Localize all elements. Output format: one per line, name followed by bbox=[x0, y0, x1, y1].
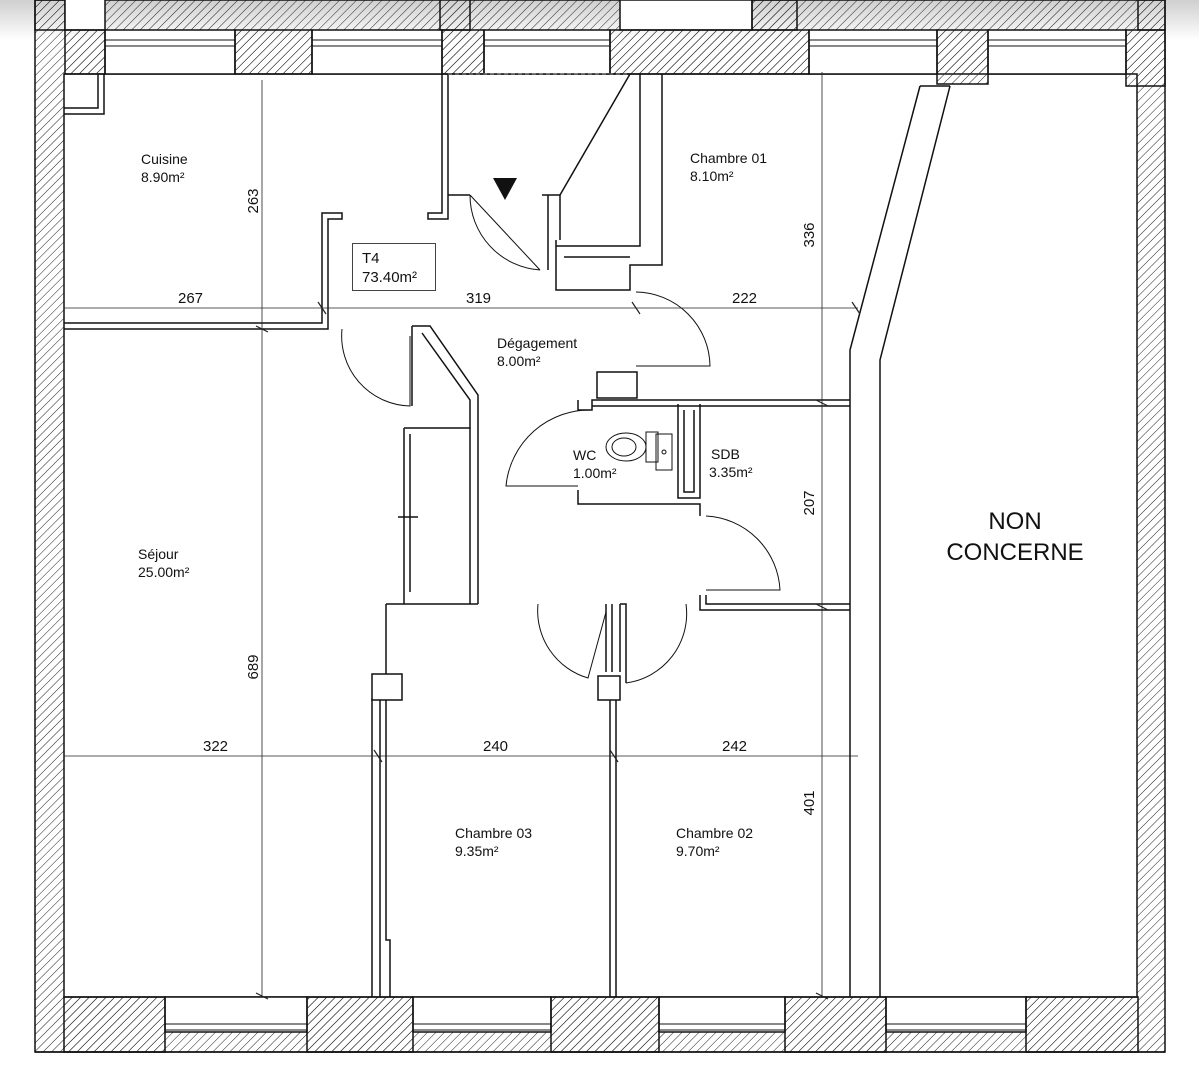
dim-top-267: 267 bbox=[178, 290, 204, 307]
bottom-glazing-lines bbox=[165, 1023, 1026, 1031]
dim-bottom-240: 240 bbox=[483, 738, 509, 755]
non-concerne-label: NON CONCERNE bbox=[930, 506, 1100, 568]
toilet-icon bbox=[605, 431, 673, 471]
room-name-sejour: Séjour bbox=[138, 546, 179, 562]
dim-left-263: 263 bbox=[245, 188, 262, 214]
top-outer-frames bbox=[34, 0, 1166, 31]
room-area-cuisine: 8.90m² bbox=[141, 169, 185, 185]
room-name-cuisine: Cuisine bbox=[141, 151, 188, 167]
window-glazing-lines bbox=[105, 39, 1126, 47]
top-pillars bbox=[64, 29, 1166, 87]
room-area-sejour: 25.00m² bbox=[138, 564, 190, 580]
dim-bottom-322: 322 bbox=[203, 738, 229, 755]
room-name-chambre03: Chambre 03 bbox=[455, 825, 533, 841]
room-area-sdb: 3.35m² bbox=[709, 464, 753, 480]
dim-top-319: 319 bbox=[466, 290, 492, 307]
door-swings bbox=[341, 194, 781, 684]
structural-posts bbox=[371, 371, 638, 701]
unit-name: T4 bbox=[362, 250, 380, 267]
dimension-lines bbox=[64, 72, 861, 1000]
room-name-degagement: Dégagement bbox=[497, 335, 578, 351]
dim-right-207: 207 bbox=[801, 490, 818, 516]
non-concerne-line2: CONCERNE bbox=[946, 539, 1084, 566]
room-area-chambre01: 8.10m² bbox=[690, 168, 734, 184]
dim-right-401: 401 bbox=[801, 790, 818, 816]
room-name-chambre01: Chambre 01 bbox=[690, 150, 768, 166]
unit-summary-box: T4 73.40m² bbox=[352, 243, 436, 291]
room-name-wc: WC bbox=[573, 447, 597, 463]
unit-area: 73.40m² bbox=[362, 269, 418, 286]
dim-top-222: 222 bbox=[732, 290, 758, 307]
bottom-windows bbox=[164, 996, 1027, 1033]
room-area-wc: 1.00m² bbox=[573, 465, 617, 481]
entry-arrow-icon bbox=[493, 178, 517, 200]
room-area-degagement: 8.00m² bbox=[497, 353, 541, 369]
room-name-chambre02: Chambre 02 bbox=[676, 825, 754, 841]
room-area-chambre02: 9.70m² bbox=[676, 843, 720, 859]
non-concerne-line1: NON bbox=[988, 508, 1042, 535]
room-name-sdb: SDB bbox=[711, 446, 740, 462]
dim-bottom-242: 242 bbox=[722, 738, 748, 755]
interior-walls bbox=[64, 73, 951, 997]
dim-right-336: 336 bbox=[801, 222, 818, 248]
dim-left-689: 689 bbox=[245, 654, 262, 680]
room-area-chambre03: 9.35m² bbox=[455, 843, 499, 859]
bottom-pillars bbox=[63, 996, 1139, 1053]
